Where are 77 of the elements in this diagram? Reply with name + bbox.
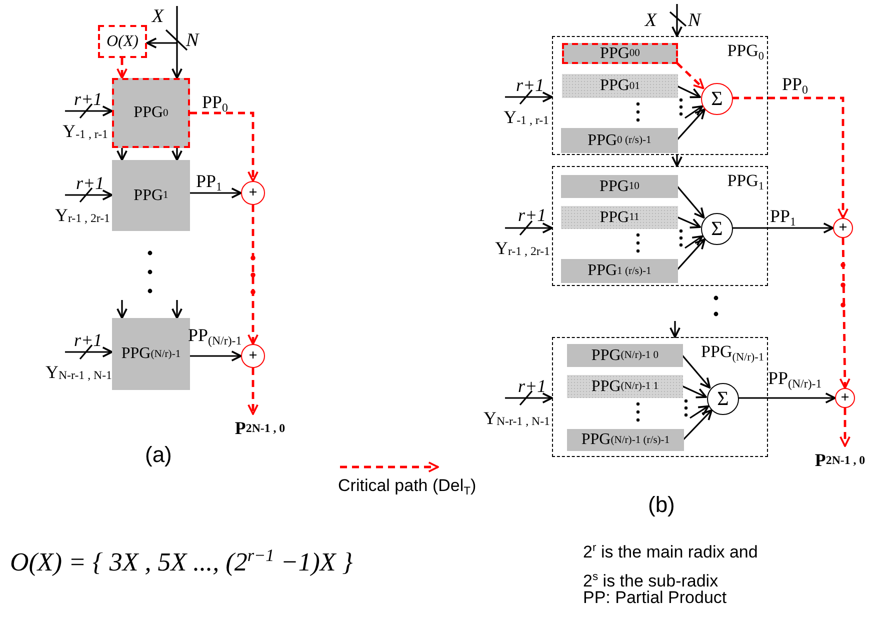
legend-text: Critical path (Del$_{T}$) [338, 476, 476, 498]
input-signal-label: Y$_{r-1 , 2r-1}$ [36, 195, 110, 226]
summation-circle: Σ [701, 83, 733, 115]
arrow [190, 112, 258, 182]
adder-circle: + [241, 344, 265, 368]
arrow [676, 238, 706, 271]
arrow [684, 105, 704, 119]
arrow [190, 188, 242, 198]
edge-label: PP$_{(N/r)-1}$ [188, 325, 242, 350]
input-signal-label: Y$_{-1 , r-1}$ [42, 111, 108, 142]
arrow [505, 222, 553, 234]
panel-caption: (a) [145, 442, 172, 468]
adder-circle: + [835, 388, 855, 408]
edge-label: r+1 [518, 376, 546, 396]
edge-label: r+1 [518, 205, 546, 225]
generator-group-box [552, 166, 768, 286]
arrow [116, 300, 128, 319]
input-signal-label: Y$_{N-r-1 , N-1}$ [26, 352, 112, 383]
arrow [676, 62, 704, 90]
arrow [676, 108, 706, 141]
arrow [190, 350, 242, 362]
arrow [676, 185, 705, 218]
arrow [681, 354, 711, 389]
input-signal-label: Y$_{N-r-1 , N-1}$ [462, 398, 550, 429]
signal-label: X [645, 10, 657, 32]
arrow [146, 38, 177, 48]
arrow [738, 392, 836, 404]
note-text: 2$^{r}$ is the main radix and 2$^{s}$ is the sub-radix [583, 541, 759, 590]
input-signal-label: Y$_{-1 , r-1}$ [487, 97, 549, 128]
odd-multiples-box: O(X) [98, 25, 147, 58]
arrow [840, 408, 850, 447]
arrow [248, 205, 258, 345]
arrow [684, 235, 704, 249]
edge-label: r+1 [76, 173, 104, 193]
arrow [672, 4, 682, 37]
signal-label: X [152, 6, 164, 28]
arrow [839, 238, 850, 389]
arrow [65, 106, 113, 116]
arrow [670, 321, 680, 338]
edge-label: PP$_{0}$ [782, 74, 808, 99]
panel-caption: (b) [648, 492, 675, 518]
edge-label: PP$_{0}$ [202, 92, 228, 117]
arrow [116, 148, 128, 161]
arrow [732, 96, 848, 219]
arrow [682, 409, 713, 441]
arrow [172, 148, 182, 161]
edge-label: r+1 [74, 89, 102, 109]
arrow [676, 85, 701, 98]
arrow [116, 58, 128, 79]
arrow [676, 216, 701, 228]
arrow [65, 190, 113, 200]
formula-text: O(X) = { 3X , 5X ..., (2$^{r−1}$ −1)X } [10, 546, 353, 578]
arrow [682, 385, 707, 398]
arrow [732, 222, 834, 234]
arrow [172, 6, 182, 79]
edge-label: PP$_{(N/r)-1}$ [768, 368, 822, 393]
summation-circle: Σ [701, 213, 733, 245]
arrow [505, 92, 553, 102]
arrow [172, 300, 182, 319]
signal-label: N [186, 30, 199, 52]
generator-group-box [552, 36, 768, 155]
arrow [672, 155, 682, 167]
adder-circle: + [833, 218, 853, 238]
arrow [690, 405, 710, 419]
note-text: PP: Partial Product [583, 588, 727, 608]
arrow [505, 392, 553, 404]
signal-label: N [688, 10, 701, 32]
summation-circle: Σ [707, 383, 739, 415]
edge-label: r+1 [516, 75, 544, 95]
edge-label: PP$_{1}$ [196, 171, 222, 196]
edge-label: PP$_{1}$ [770, 206, 796, 231]
arrow [65, 346, 113, 358]
arrow [248, 368, 258, 415]
edge-label: r+1 [74, 330, 102, 350]
input-signal-label: Y$_{r-1 , 2r-1}$ [474, 228, 550, 259]
adder-circle: + [241, 181, 265, 205]
generator-group-box [552, 337, 768, 457]
